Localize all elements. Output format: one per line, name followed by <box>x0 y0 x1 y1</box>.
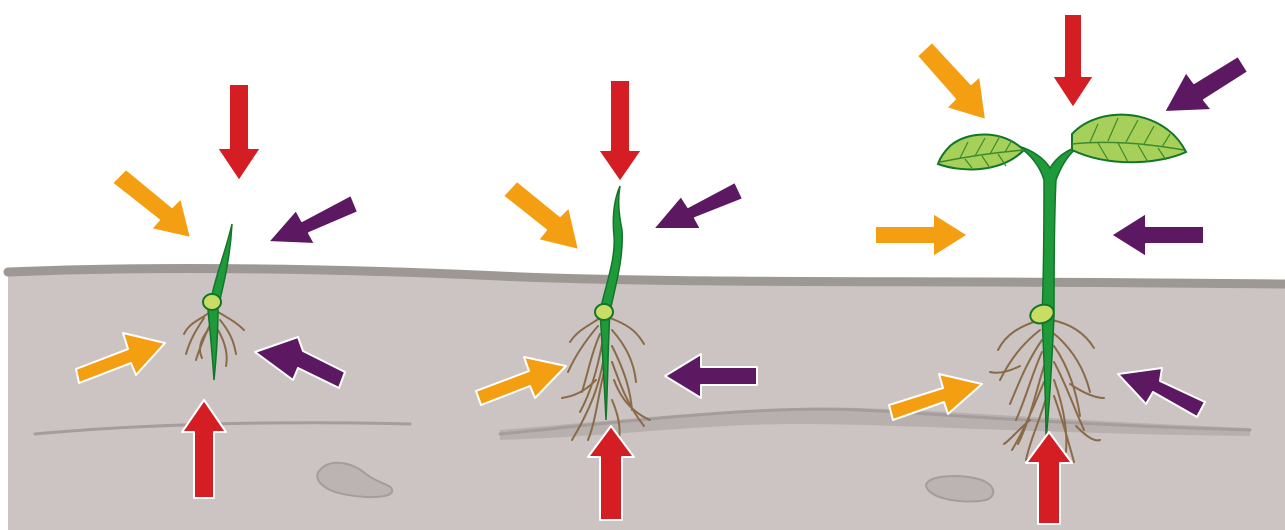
arrow-purple-diag-3 <box>1164 56 1248 112</box>
leaf-left <box>938 135 1024 170</box>
seed-stage-1 <box>203 294 221 310</box>
arrow-purple-diag-2 <box>653 182 743 229</box>
seed-stage-2 <box>595 304 613 320</box>
arrow-orange-diag-1 <box>112 169 191 238</box>
arrow-red-down-3 <box>1052 14 1094 108</box>
arrow-orange-diag-3 <box>917 42 986 120</box>
arrow-orange-diag-2 <box>503 181 579 250</box>
arrow-orange-right-3 <box>875 213 968 257</box>
arrow-red-down-1 <box>217 84 261 181</box>
arrow-purple-left-3 <box>1111 213 1204 257</box>
arrow-red-down-2 <box>598 80 642 182</box>
leaf-right <box>1072 115 1186 163</box>
arrow-purple-diag-1 <box>268 195 358 244</box>
